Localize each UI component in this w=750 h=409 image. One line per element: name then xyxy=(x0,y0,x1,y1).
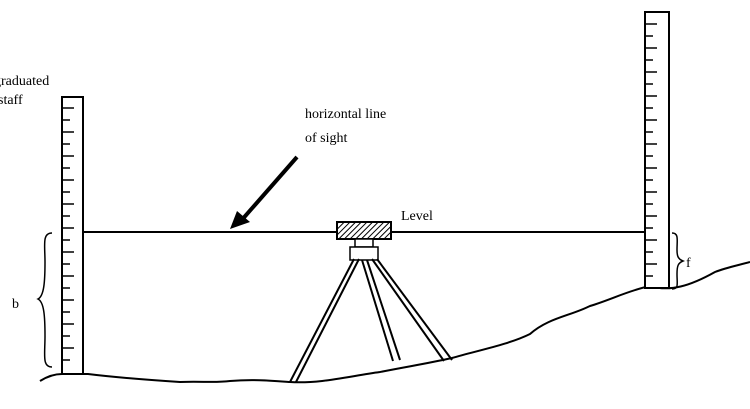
left-graduated-staff xyxy=(61,96,84,375)
level-instrument xyxy=(289,221,453,383)
line-of-sight-label-line2: of sight xyxy=(305,131,348,146)
level-label: Level xyxy=(401,209,433,224)
right-graduated-staff xyxy=(644,11,670,289)
staff-label-line1: graduated xyxy=(0,74,49,89)
staff-label-line2: staff xyxy=(0,93,23,108)
line-of-sight-arrow xyxy=(230,155,299,229)
line-of-sight-label-line1: horizontal line xyxy=(305,107,386,122)
brace-b xyxy=(36,232,53,368)
ground-line xyxy=(39,261,750,384)
height-b-label: b xyxy=(12,297,19,312)
height-f-label: f xyxy=(686,256,691,271)
brace-f xyxy=(671,232,686,290)
